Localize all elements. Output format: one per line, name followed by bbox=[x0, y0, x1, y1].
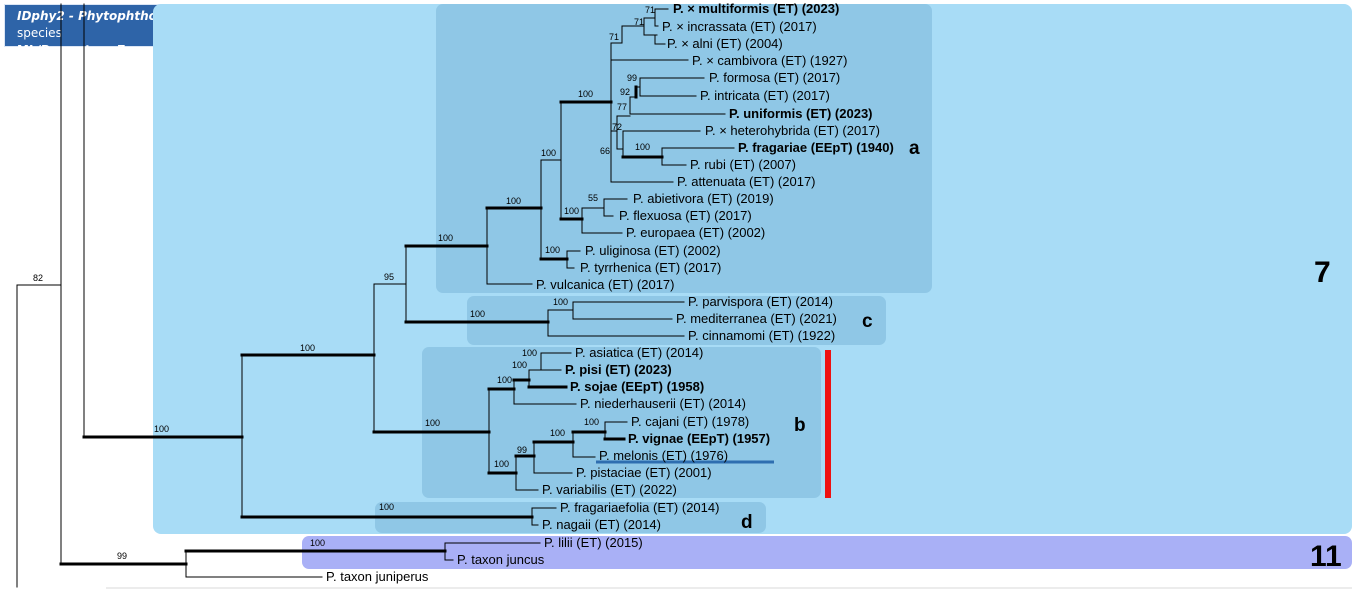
taxon-abietivora: P. abietivora (ET) (2019) bbox=[633, 191, 774, 206]
taxon-multiformis: P. × multiformis (ET) (2023) bbox=[673, 1, 839, 16]
support-value: 100 bbox=[497, 375, 512, 385]
support-value: 100 bbox=[494, 459, 509, 469]
taxon-formosa: P. formosa (ET) (2017) bbox=[709, 70, 840, 85]
support-value: 100 bbox=[553, 297, 568, 307]
clade-c-background bbox=[467, 296, 886, 345]
clade-a-label: a bbox=[909, 138, 920, 159]
taxon-asiatica: P. asiatica (ET) (2014) bbox=[575, 345, 703, 360]
support-value: 100 bbox=[300, 343, 315, 353]
support-value: 100 bbox=[550, 428, 565, 438]
taxon-fragariaefolia: P. fragariaefolia (ET) (2014) bbox=[560, 500, 719, 515]
support-value: 72 bbox=[612, 122, 622, 132]
taxon-pistaciae: P. pistaciae (ET) (2001) bbox=[576, 465, 712, 480]
taxon-juncus: P. taxon juncus bbox=[457, 552, 545, 567]
tree-subtitle: ML/Bayes tree 7 genes. 12/31/2022 bbox=[17, 43, 175, 74]
support-value: 100 bbox=[438, 233, 453, 243]
taxon-labels: P. × multiformis (ET) (2023) P. × incras… bbox=[326, 1, 894, 584]
taxon-heterohybrida: P. × heterohybrida (ET) (2017) bbox=[705, 123, 880, 138]
support-value: 100 bbox=[584, 417, 599, 427]
support-value: 95 bbox=[384, 272, 394, 282]
red-bar bbox=[825, 350, 831, 498]
taxon-lilii: P. lilii (ET) (2015) bbox=[544, 535, 643, 550]
support-value: 55 bbox=[588, 193, 598, 203]
clade-7-label: 7 bbox=[1314, 256, 1331, 289]
taxon-parvispora: P. parvispora (ET) (2014) bbox=[688, 294, 833, 309]
taxon-intricata: P. intricata (ET) (2017) bbox=[700, 88, 830, 103]
support-value: 99 bbox=[517, 445, 527, 455]
support-value: 100 bbox=[512, 360, 527, 370]
taxon-rubi: P. rubi (ET) (2007) bbox=[690, 157, 796, 172]
support-value: 99 bbox=[117, 551, 127, 561]
support-value: 100 bbox=[154, 424, 169, 434]
taxon-uliginosa: P. uliginosa (ET) (2002) bbox=[585, 243, 721, 258]
support-value: 100 bbox=[545, 245, 560, 255]
taxon-niederhauserii: P. niederhauserii (ET) (2014) bbox=[580, 396, 746, 411]
support-value: 71 bbox=[609, 32, 619, 42]
support-value: 100 bbox=[425, 418, 440, 428]
taxon-vignae: P. vignae (EEpT) (1957) bbox=[628, 431, 770, 446]
taxon-cinnamomi: P. cinnamomi (ET) (1922) bbox=[688, 328, 835, 343]
clade-11-label: 11 bbox=[1310, 540, 1342, 573]
taxon-tyrrhenica: P. tyrrhenica (ET) (2017) bbox=[580, 260, 721, 275]
clade-d-background bbox=[375, 502, 766, 533]
taxon-europaea: P. europaea (ET) (2002) bbox=[626, 225, 765, 240]
taxon-attenuata: P. attenuata (ET) (2017) bbox=[677, 174, 816, 189]
support-value: 66 bbox=[600, 146, 610, 156]
taxon-nagaii: P. nagaii (ET) (2014) bbox=[542, 517, 661, 532]
support-value: 100 bbox=[522, 348, 537, 358]
clade-c-label: c bbox=[862, 311, 873, 332]
support-value: 100 bbox=[564, 206, 579, 216]
support-value: 71 bbox=[634, 17, 644, 27]
support-value: 71 bbox=[645, 5, 655, 15]
support-value: 100 bbox=[541, 148, 556, 158]
taxon-melonis: P. melonis (ET) (1976) bbox=[599, 448, 728, 463]
taxon-uniformis: P. uniformis (ET) (2023) bbox=[729, 106, 873, 121]
support-value: 100 bbox=[379, 502, 394, 512]
support-value: 100 bbox=[635, 142, 650, 152]
taxon-flexuosa: P. flexuosa (ET) (2017) bbox=[619, 208, 752, 223]
taxon-cambivora: P. × cambivora (ET) (1927) bbox=[692, 53, 847, 68]
support-value: 100 bbox=[310, 538, 325, 548]
tree-branches bbox=[16, 3, 735, 588]
support-value: 100 bbox=[506, 196, 521, 206]
support-value: 100 bbox=[470, 309, 485, 319]
taxon-pisi: P. pisi (ET) (2023) bbox=[565, 362, 672, 377]
support-value: 100 bbox=[578, 89, 593, 99]
taxon-mediterranea: P. mediterranea (ET) (2021) bbox=[676, 311, 837, 326]
taxon-sojae: P. sojae (EEpT) (1958) bbox=[570, 379, 704, 394]
taxon-vulcanica: P. vulcanica (ET) (2017) bbox=[536, 277, 675, 292]
support-value: 82 bbox=[33, 273, 43, 283]
support-value: 92 bbox=[620, 87, 630, 97]
support-values: 71 71 71 99 92 77 72 66 100 100 100 55 1… bbox=[33, 5, 655, 561]
taxon-incrassata: P. × incrassata (ET) (2017) bbox=[662, 19, 817, 34]
taxon-cajani: P. cajani (ET) (1978) bbox=[631, 414, 749, 429]
clade-b-label: b bbox=[794, 415, 806, 436]
clade-d-label: d bbox=[741, 512, 753, 533]
taxon-alni: P. × alni (ET) (2004) bbox=[667, 36, 783, 51]
support-value: 99 bbox=[627, 73, 637, 83]
support-value: 77 bbox=[617, 102, 627, 112]
taxon-juniperus: P. taxon juniperus bbox=[326, 569, 429, 584]
taxon-fragariae: P. fragariae (EEpT) (1940) bbox=[738, 140, 894, 155]
clade-11-background bbox=[302, 536, 1352, 569]
taxon-variabilis: P. variabilis (ET) (2022) bbox=[542, 482, 677, 497]
